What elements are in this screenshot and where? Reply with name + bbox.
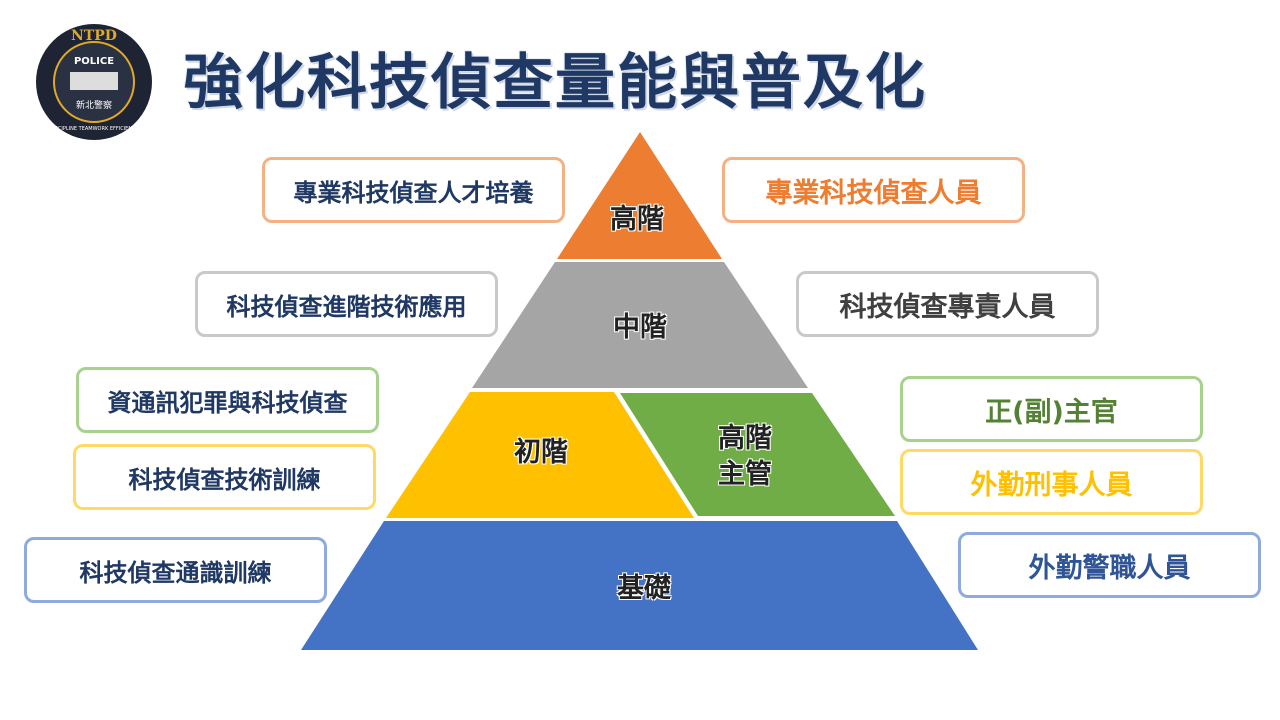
- svg-text:新北警察: 新北警察: [76, 99, 112, 111]
- left-box-technical-training: 科技偵查技術訓練: [73, 444, 376, 510]
- right-box-dedicated-staff: 科技偵查專責人員: [796, 271, 1099, 337]
- left-box-advanced-application: 科技偵查進階技術應用: [195, 271, 498, 337]
- right-box-chief-officers: 正(副)主官: [900, 376, 1203, 442]
- left-box-general-training: 科技偵查通識訓練: [24, 537, 327, 603]
- tier-foundation: [301, 521, 978, 650]
- right-box-field-police-staff: 外勤警職人員: [958, 532, 1261, 598]
- tier-middle: [472, 262, 808, 388]
- left-box-advanced-talent: 專業科技偵查人才培養: [262, 157, 565, 223]
- tier-label-senior-supervisor: 高階主管: [718, 423, 772, 490]
- svg-text:NTPD: NTPD: [71, 28, 117, 44]
- svg-text:DISCIPLINE TEAMWORK EFFICIENCY: DISCIPLINE TEAMWORK EFFICIENCY: [49, 126, 139, 132]
- tier-label-basic: 初階: [514, 437, 568, 468]
- ntpd-police-logo: NTPD POLICE 新北警察 DISCIPLINE TEAMWORK EFF…: [36, 24, 152, 140]
- right-box-professional-staff: 專業科技偵查人員: [722, 157, 1025, 223]
- page-title: 強化科技偵查量能與普及化: [183, 48, 927, 118]
- tier-label-middle: 中階: [613, 312, 667, 343]
- tier-basic: [386, 392, 694, 518]
- tier-label-top: 高階: [610, 204, 664, 235]
- svg-text:POLICE: POLICE: [74, 56, 114, 67]
- left-box-cybercrime: 資通訊犯罪與科技偵查: [76, 367, 379, 433]
- tier-label-foundation: 基礎: [617, 573, 671, 604]
- right-box-criminal-field-staff: 外勤刑事人員: [900, 449, 1203, 515]
- tier-senior-supervisor: [620, 393, 895, 516]
- tier-top: [557, 132, 722, 259]
